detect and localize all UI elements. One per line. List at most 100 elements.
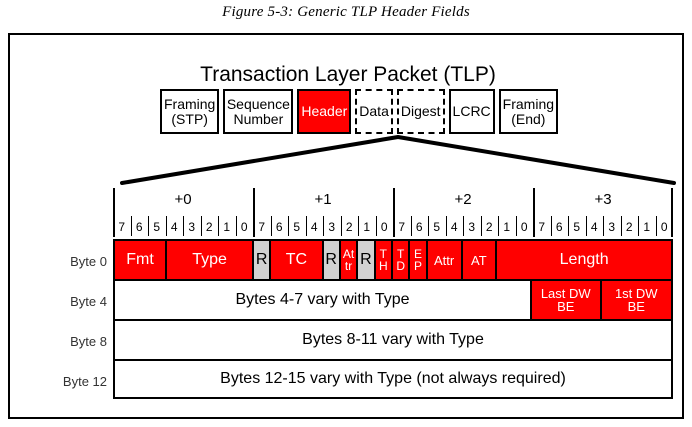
bit-number-13: 2	[340, 215, 359, 239]
field-fmt: Fmt	[115, 241, 168, 279]
bit-number-11: 4	[305, 215, 324, 239]
field-label: Attr	[434, 252, 455, 268]
bit-number-15: 0	[375, 215, 394, 239]
tlp-box-label: LCRC	[452, 103, 491, 119]
field-tc: TC	[271, 241, 324, 279]
field-label: T	[379, 247, 387, 261]
field-label-2: tr	[344, 259, 353, 273]
byte-offset-1: +1	[253, 183, 393, 217]
field-length: Length	[497, 241, 671, 279]
tlp-box-lcrc: LCRC	[448, 89, 495, 134]
field-bytes-8-11: Bytes 8-11 vary with Type	[115, 321, 671, 359]
bit-number-24: 7	[533, 213, 551, 239]
field-r1: R	[254, 241, 272, 279]
bit-number-30: 1	[638, 215, 656, 239]
field-attr: Attr	[427, 241, 463, 279]
field-label: Type	[192, 251, 227, 268]
bit-number-19: 4	[445, 215, 464, 239]
field-label: 1st DW	[614, 286, 658, 301]
figure-frame: Transaction Layer Packet (TLP) Framing(S…	[8, 33, 684, 419]
field-label: Bytes 12-15 vary with Type (not always r…	[220, 370, 566, 387]
bit-number-31: 0	[655, 215, 674, 239]
tlp-box-header: Header	[297, 89, 352, 134]
bit-number-28: 3	[603, 215, 621, 239]
byte-row-label: Byte 4	[70, 293, 107, 309]
byte-row-3: Byte 12 Bytes 12-15 vary with Type (not a…	[63, 359, 673, 399]
bit-number-29: 2	[620, 215, 639, 239]
bit-number-14: 1	[358, 215, 376, 239]
field-label: R	[255, 251, 268, 268]
field-label: E	[414, 247, 423, 261]
bit-number-21: 2	[480, 215, 499, 239]
field-label-2: BE	[627, 299, 645, 314]
field-label: AT	[471, 252, 487, 268]
field-label: Length	[559, 251, 609, 268]
bit-number-17: 6	[410, 215, 429, 239]
byte-offset-0: +0	[113, 183, 253, 217]
byte-offset-3: +3	[533, 183, 673, 217]
field-bytes-12-15: Bytes 12-15 vary with Type (not always r…	[115, 361, 671, 397]
bit-number-7: 0	[235, 215, 254, 239]
bit-number-18: 5	[428, 215, 446, 239]
byte-offset-2: +2	[393, 183, 533, 217]
bit-number-4: 3	[183, 215, 201, 239]
bit-number-26: 5	[568, 215, 586, 239]
bit-number-22: 1	[498, 215, 516, 239]
field-label: Bytes 4-7 vary with Type	[235, 291, 410, 308]
bit-number-8: 7	[253, 213, 271, 239]
field-label: R	[360, 251, 372, 268]
byte-row-2: Byte 8 Bytes 8-11 vary with Type	[70, 319, 673, 359]
field-type: Type	[167, 241, 254, 279]
byte-row-label: Byte 12	[62, 373, 107, 389]
bit-number-9: 6	[270, 215, 289, 239]
bit-number-20: 3	[463, 215, 481, 239]
tlp-box-label: Sequence	[226, 95, 290, 112]
bit-number-25: 6	[550, 215, 569, 239]
tlp-box-framing-end: Framing(End)	[498, 89, 559, 134]
bit-number-27: 4	[585, 215, 604, 239]
tlp-box-label: Data	[359, 103, 389, 119]
byte-row-label: Byte 0	[70, 253, 107, 269]
tlp-box-label: Digest	[400, 103, 441, 119]
tlp-box-data: Data	[355, 89, 393, 134]
byte-row-label: Byte 8	[70, 333, 107, 349]
field-at: AT	[462, 241, 498, 279]
bit-number-16: 7	[393, 213, 411, 239]
figure-caption: Figure 5-3: Generic TLP Header Fields	[222, 4, 470, 20]
tlp-box-label-2: Number	[233, 110, 284, 127]
bit-number-2: 5	[148, 215, 166, 239]
field-label: Bytes 8-11 vary with Type	[302, 331, 484, 348]
bit-number-6: 1	[218, 215, 236, 239]
tlp-box-digest: Digest	[396, 89, 445, 134]
field-label: At	[342, 247, 355, 261]
field-label-2: D	[396, 259, 406, 273]
tlp-box-label: Header	[301, 103, 348, 119]
field-label-2: P	[414, 259, 423, 273]
field-label-2: H	[378, 259, 388, 273]
tlp-title: Transaction Layer Packet (TLP)	[200, 63, 496, 86]
tlp-box-label: Framing	[164, 95, 216, 112]
field-bytes-4-7: Bytes 4-7 vary with Type	[115, 281, 532, 319]
field-label: TC	[285, 251, 308, 268]
bit-number-1: 6	[130, 215, 149, 239]
bit-number-23: 0	[515, 215, 534, 239]
bit-number-0: 7	[113, 213, 131, 239]
tlp-box-framing-stp: Framing(STP)	[160, 89, 220, 134]
expansion-bracket	[120, 135, 676, 185]
tlp-box-label-2: (STP)	[171, 110, 208, 127]
byte-offset-header: +0+1+2+3	[113, 183, 673, 217]
bit-number-12: 3	[323, 215, 341, 239]
field-label: T	[397, 247, 405, 261]
